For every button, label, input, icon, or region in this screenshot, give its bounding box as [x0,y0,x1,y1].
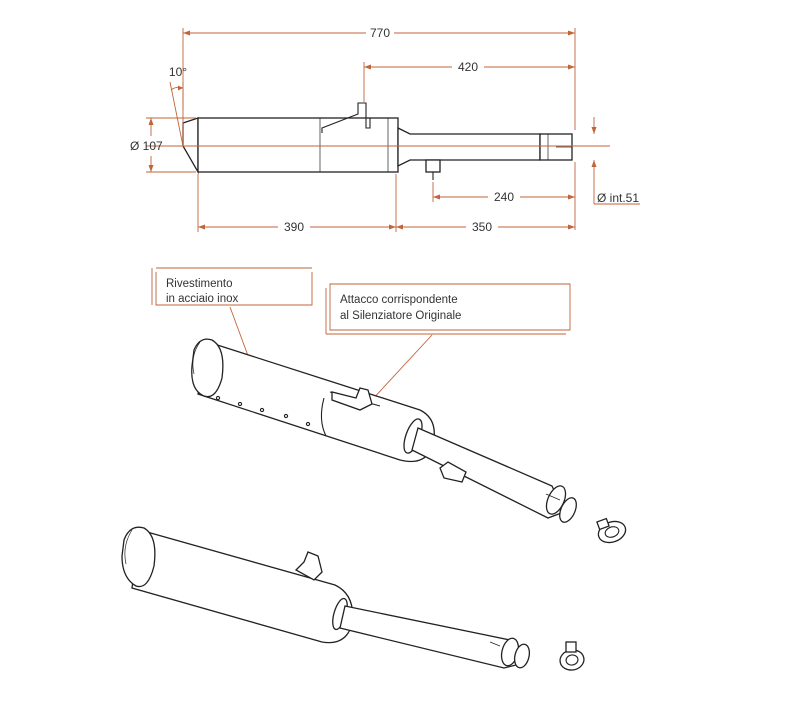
dimension-770: 770 [182,26,576,130]
perspective-view-black [121,526,585,671]
side-view-outlet-pipe [397,126,541,168]
perspective-1-end-cap [191,338,224,398]
side-view-silencer-body [197,117,399,173]
callout-coating-line1: Rivestimento [166,278,232,290]
side-view-bottom-bracket [425,159,441,173]
perspective-1-can [197,341,435,463]
dimension-inner-diameter-label: Ø int.51 [597,191,639,205]
perspective-view-stainless [191,338,627,544]
perspective-1-bracket [331,387,373,411]
dimension-diameter-label: Ø 107 [130,139,163,153]
perspective-1-lower-bracket [439,461,467,483]
perspective-2-bracket [294,551,323,581]
side-view: 770 420 10° Ø 107 [130,26,640,234]
side-view-silencer-cap [182,117,199,175]
perspective-2-pipe [339,605,521,669]
dimension-angle-label: 10° [169,65,187,79]
perspective-1-clamp [596,517,627,544]
dimension-420-label: 420 [458,60,478,74]
dimension-inner-diameter: Ø int.51 [574,117,640,230]
perspective-2-can [131,529,354,644]
perspective-2-clamp [559,641,585,671]
dimension-angle: 10° [169,65,187,147]
callout-coating: Rivestimento in acciaio inox [151,267,313,373]
callout-mount-line1: Attacco corrispondente [340,294,458,306]
side-view-top-bracket [321,102,371,133]
perspective-2-end-cap [121,526,156,588]
dimension-diameter: Ø 107 [130,117,196,173]
dimension-420: 420 [363,60,575,102]
dimension-770-label: 770 [370,26,390,40]
callout-mount-line2: al Silenziatore Originale [340,310,461,322]
dimension-390-350: 390 350 [197,174,575,234]
dimension-240-label: 240 [494,190,514,204]
dimension-350-label: 350 [472,220,492,234]
dimension-390-label: 390 [284,220,304,234]
perspective-1-pipe [411,427,565,519]
dimension-240: 240 [432,182,575,204]
callout-coating-line2: in acciaio inox [166,293,238,305]
callout-mount: Attacco corrispondente al Silenziatore O… [325,283,571,403]
